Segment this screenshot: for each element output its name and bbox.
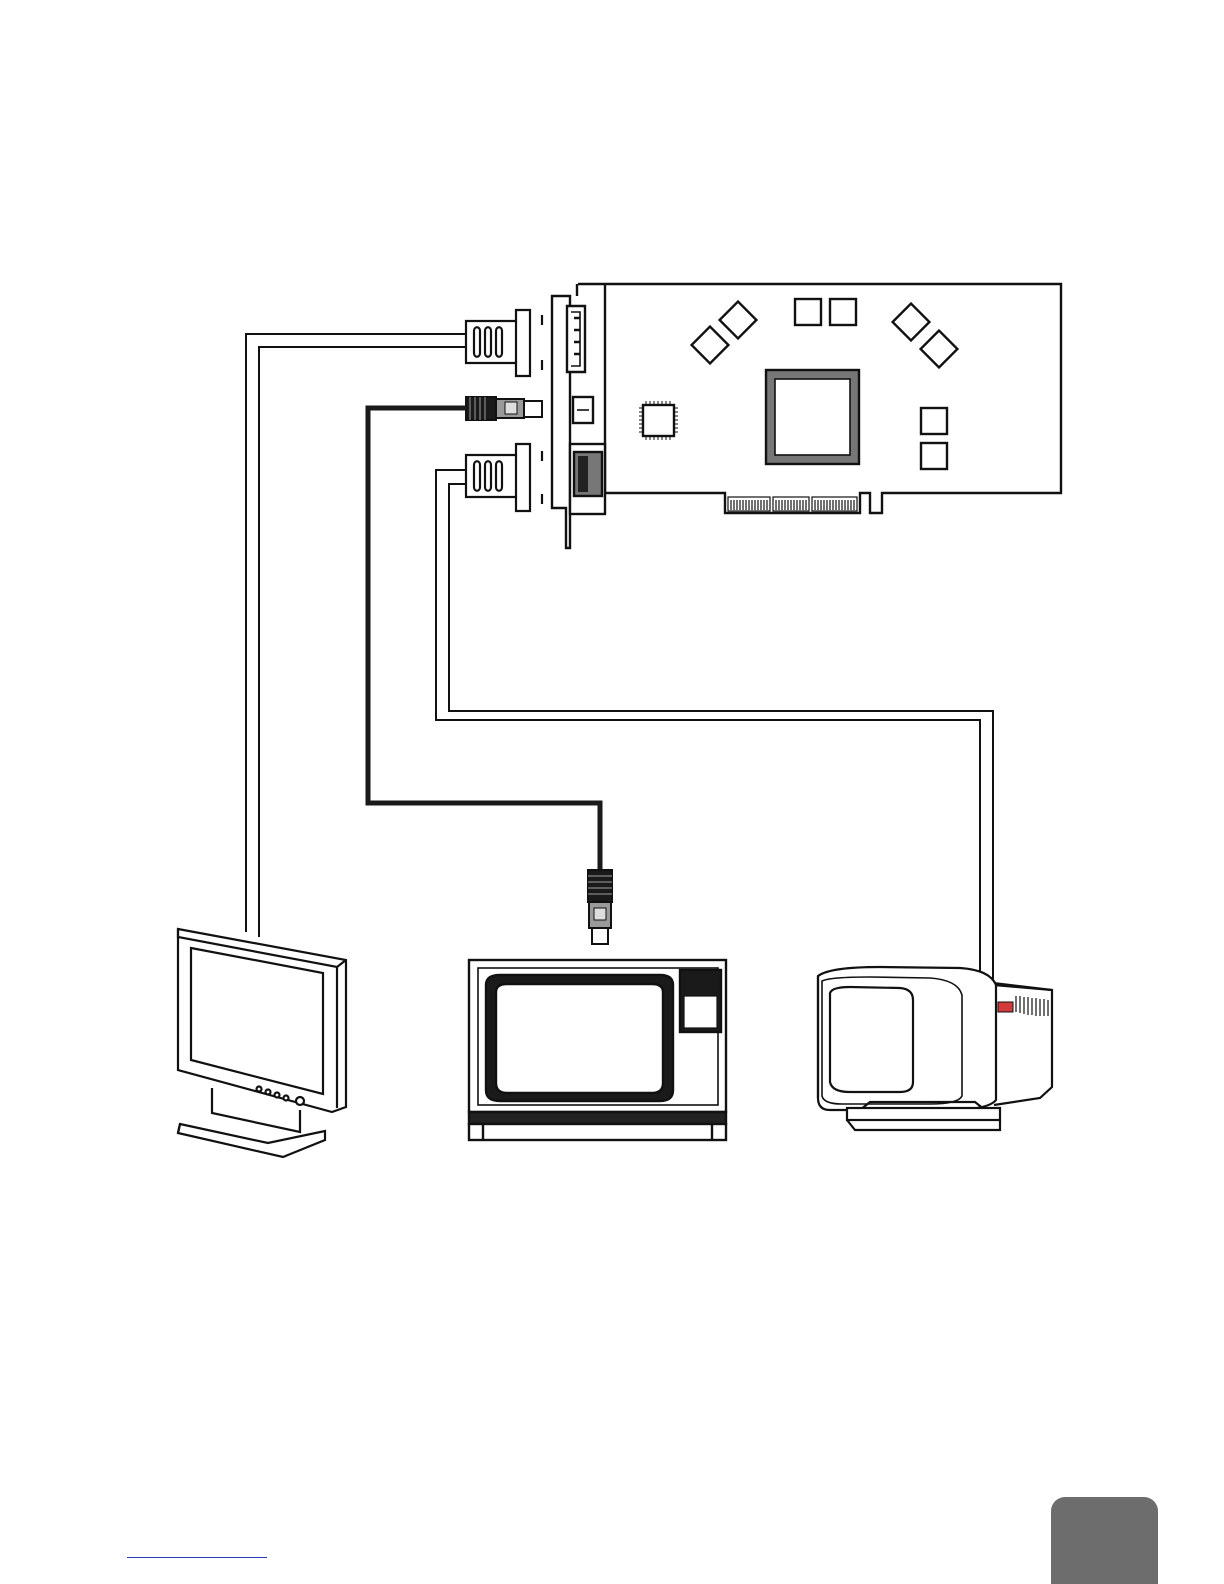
page-number-tab bbox=[1051, 1497, 1158, 1584]
vga-connector-top bbox=[466, 310, 542, 376]
lcd-monitor bbox=[178, 929, 346, 1157]
crt-led bbox=[998, 1002, 1013, 1012]
graphics-card bbox=[552, 284, 1061, 548]
agp-edge-connector bbox=[728, 497, 857, 511]
television bbox=[469, 960, 726, 1140]
cable-to-crt-monitor bbox=[436, 470, 993, 985]
s-video-connector bbox=[466, 397, 542, 420]
footer-rule bbox=[127, 1557, 267, 1558]
small-chip bbox=[643, 405, 674, 436]
crt-monitor bbox=[818, 967, 1052, 1130]
s-video-plug-tv bbox=[588, 870, 612, 944]
vga-connector-bottom bbox=[466, 444, 542, 511]
crt-screen bbox=[830, 987, 913, 1092]
tv-screen bbox=[496, 984, 663, 1093]
cable-to-lcd-monitor bbox=[246, 334, 466, 937]
